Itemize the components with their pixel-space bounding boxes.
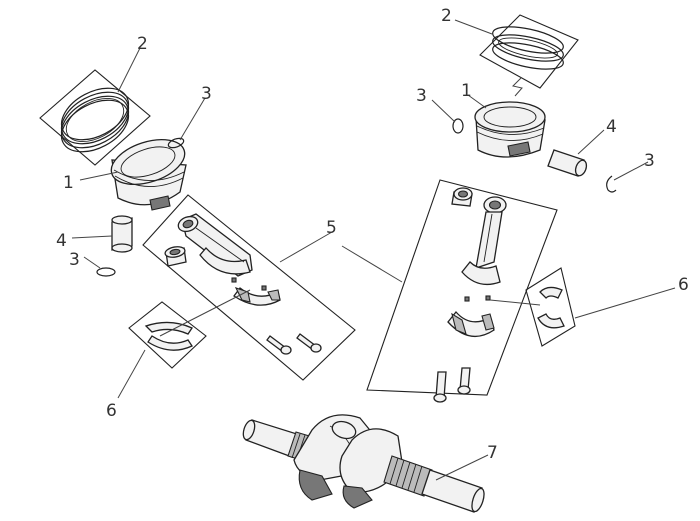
callout-circlip-right-left: 3 <box>416 86 427 106</box>
callout-crankshaft: 7 <box>487 443 498 463</box>
rod-bolts-left <box>266 333 322 355</box>
callout-circlip-left-bottom: 3 <box>69 250 80 270</box>
callout-piston-rings-left: 2 <box>137 34 148 54</box>
piston-right <box>474 101 546 158</box>
callout-piston-rings-right: 2 <box>441 6 452 26</box>
callout-circlip-left-top: 3 <box>201 84 212 104</box>
small-end-bush-left <box>164 246 187 267</box>
circlip-left-top <box>167 137 185 149</box>
piston-rings-right <box>492 26 564 70</box>
piston-left <box>110 138 187 211</box>
callout-bearing-left: 6 <box>106 401 117 421</box>
piston-pin-left <box>111 215 133 253</box>
leader-lines <box>71 19 676 481</box>
callout-pin-left: 4 <box>56 231 67 251</box>
conrod-kit-left <box>142 194 356 381</box>
callout-circlip-right-right: 3 <box>644 151 655 171</box>
conrod-right <box>461 196 507 286</box>
crankshaft <box>242 414 485 513</box>
circlip-right-right <box>606 175 617 193</box>
conrod-kit-right <box>366 179 558 403</box>
piston-rings-left <box>60 87 130 153</box>
rod-cap-left <box>231 277 281 306</box>
callout-bearing-right: 6 <box>678 275 689 295</box>
conrod-left <box>177 213 253 277</box>
circlip-left-bottom <box>96 267 116 277</box>
callout-conrod: 5 <box>326 218 337 238</box>
callout-piston-left: 1 <box>63 173 74 193</box>
callout-numbers: 2 1 3 4 3 2 1 3 4 3 5 6 6 7 <box>56 6 689 463</box>
callout-pin-right: 4 <box>606 117 617 137</box>
piston-rings-group-left <box>39 69 151 166</box>
rod-bolts-right <box>433 367 471 403</box>
circlip-right-left <box>452 118 464 134</box>
small-end-bush-right <box>451 187 473 207</box>
callout-piston-right: 1 <box>461 81 472 101</box>
piston-rings-group-right <box>479 14 579 97</box>
rod-cap-right <box>447 295 495 338</box>
piston-pin-right <box>547 149 588 177</box>
bearing-shells-right <box>525 267 576 347</box>
